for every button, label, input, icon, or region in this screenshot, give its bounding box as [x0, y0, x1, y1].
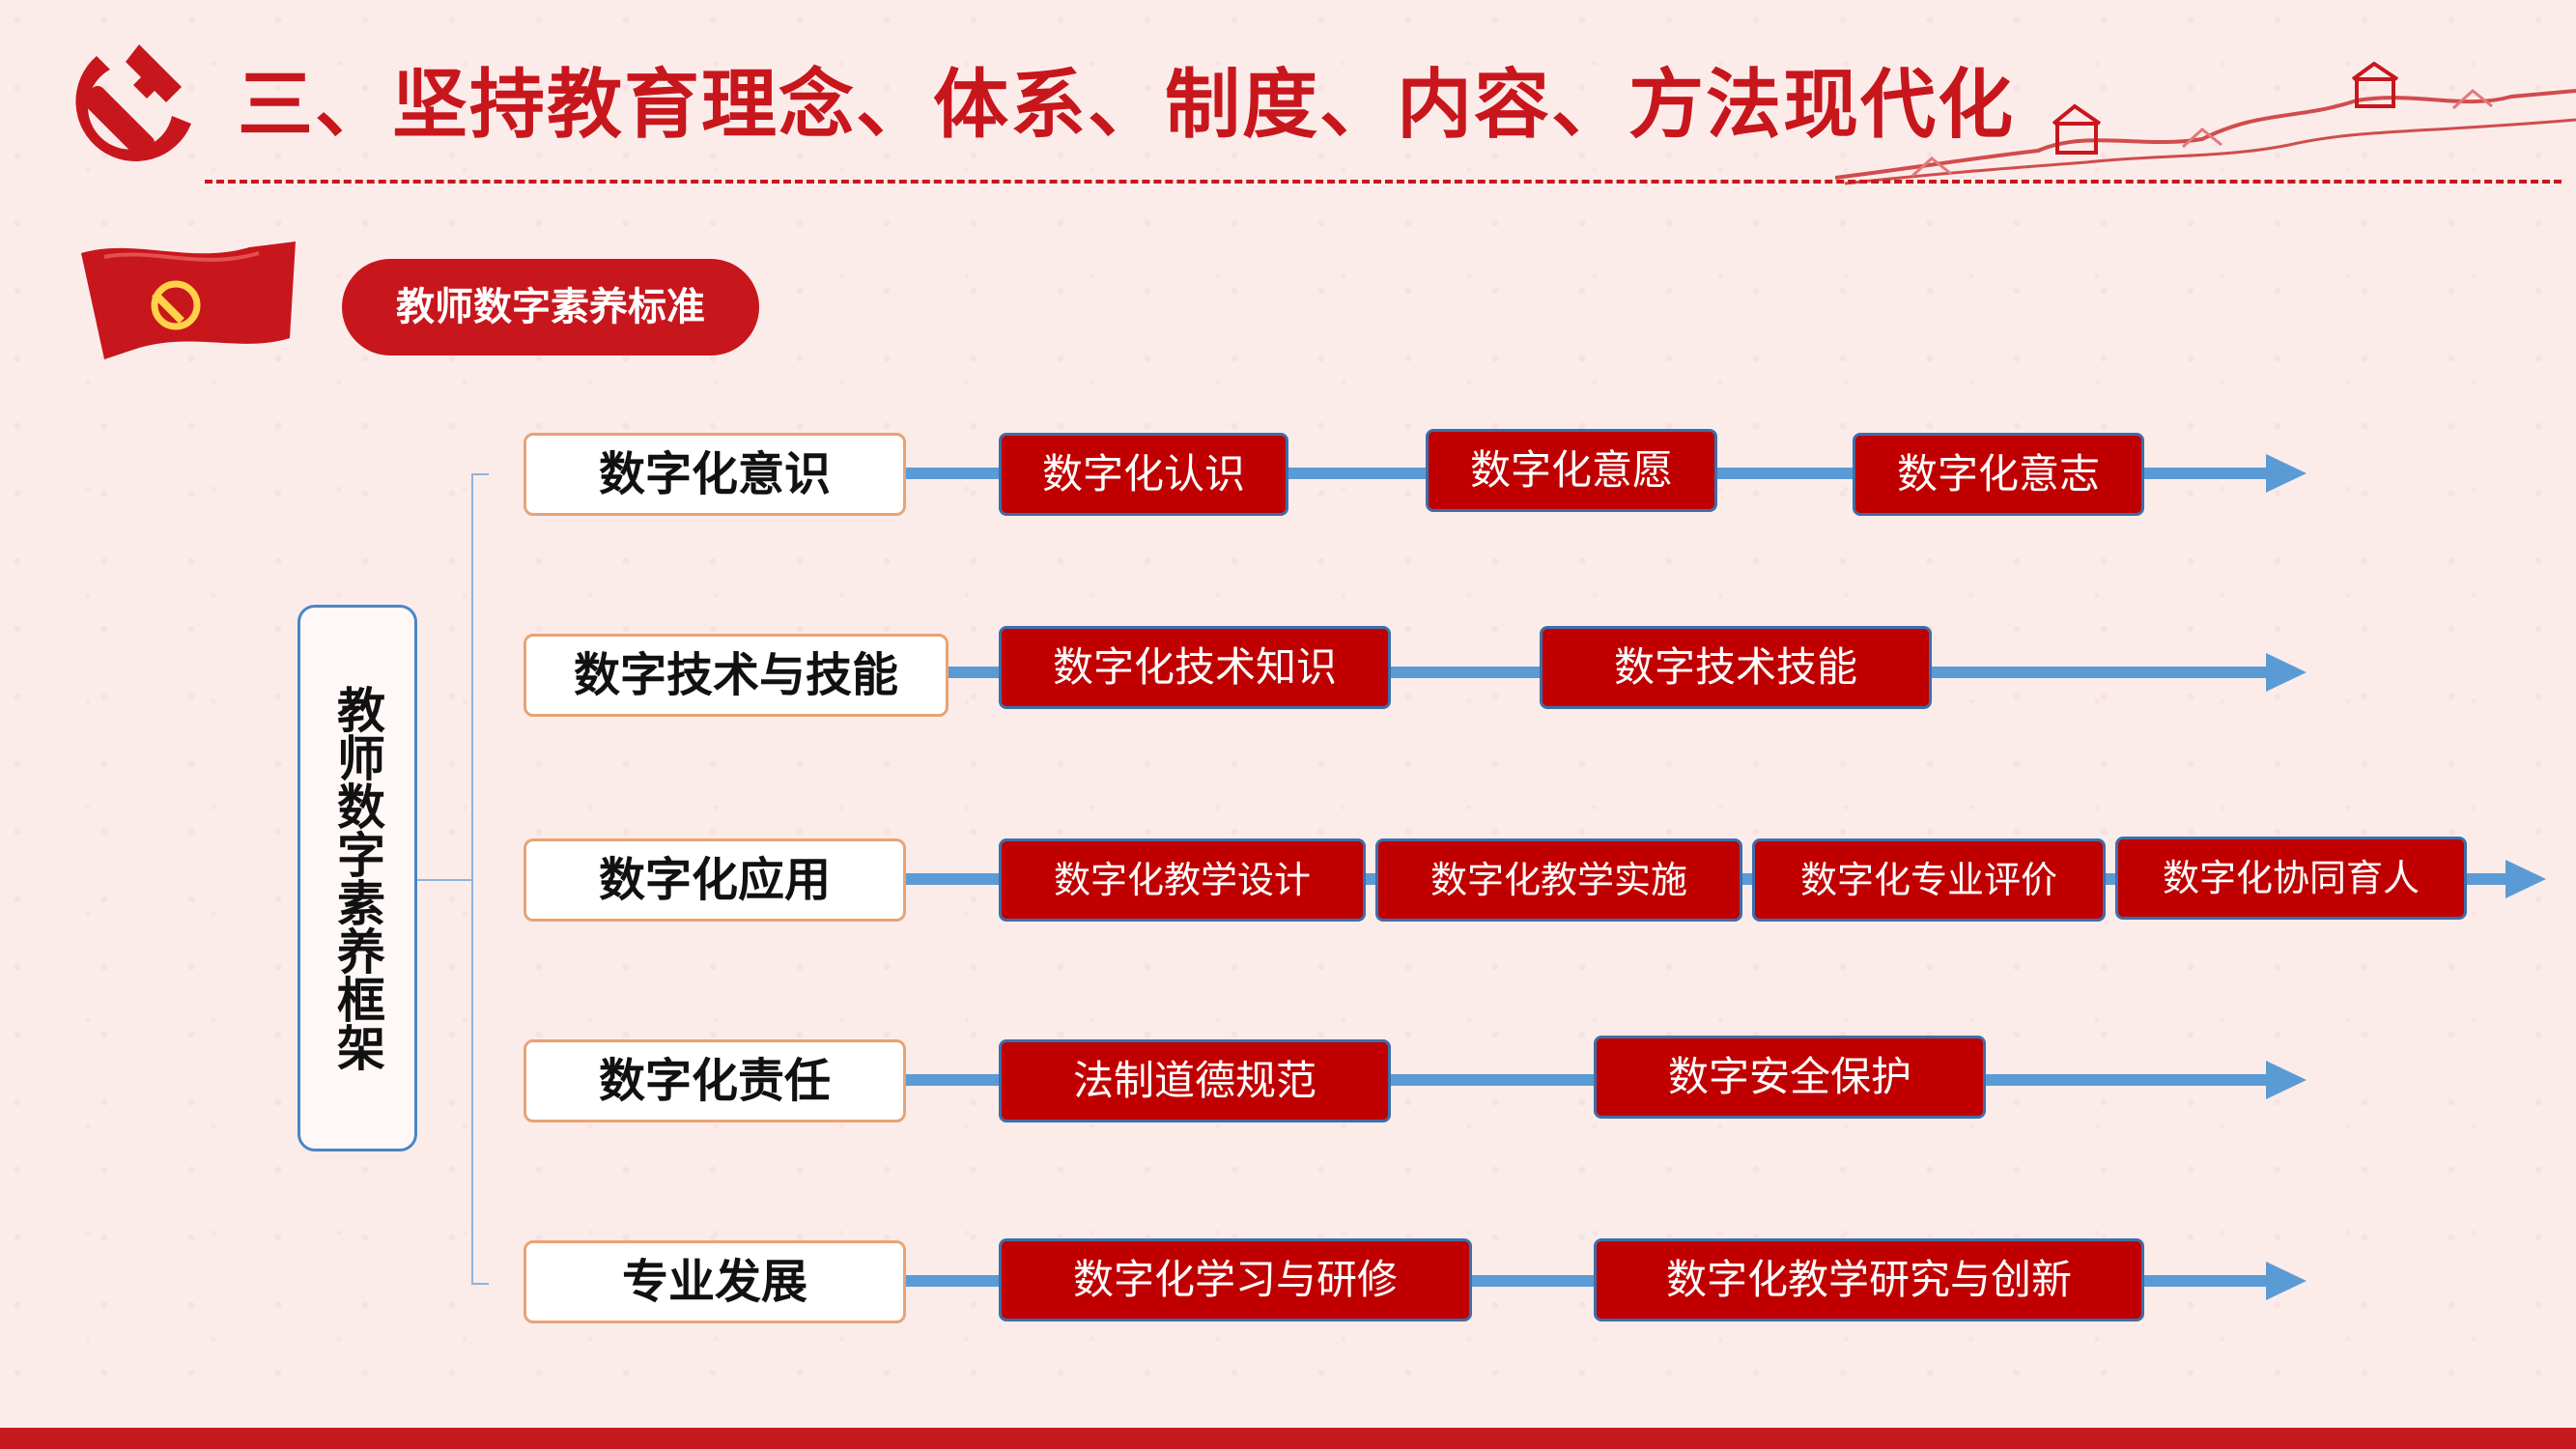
item-box: 数字技术技能	[1540, 626, 1932, 709]
category-box: 专业发展	[524, 1240, 906, 1323]
item-box: 数字化教学实施	[1375, 838, 1742, 922]
hammer-sickle-icon	[75, 44, 191, 162]
category-box: 数字化意识	[524, 433, 906, 516]
item-box: 数字化意志	[1853, 433, 2144, 516]
framework-root-label: 教师数字素养框架	[329, 685, 386, 1071]
item-box: 数字化教学研究与创新	[1594, 1238, 2144, 1321]
root-connector	[417, 879, 471, 881]
arrow-head	[2266, 1061, 2307, 1099]
category-box: 数字化责任	[524, 1039, 906, 1122]
item-box: 数字化教学设计	[999, 838, 1366, 922]
item-box: 数字化意愿	[1426, 429, 1717, 512]
great-wall-decoration	[1835, 62, 2576, 185]
item-box: 法制道德规范	[999, 1039, 1391, 1122]
arrow-head	[2266, 1262, 2307, 1300]
category-box: 数字化应用	[524, 838, 906, 922]
bottom-bar	[0, 1428, 2576, 1449]
party-flag-icon	[81, 242, 296, 359]
arrow-head	[2266, 653, 2307, 692]
item-box: 数字化学习与研修	[999, 1238, 1472, 1321]
framework-bracket	[471, 473, 489, 1285]
item-box: 数字安全保护	[1594, 1036, 1986, 1119]
item-box: 数字化认识	[999, 433, 1288, 516]
item-box: 数字化技术知识	[999, 626, 1391, 709]
category-box: 数字技术与技能	[524, 634, 948, 717]
item-box: 数字化协同育人	[2115, 837, 2467, 920]
section-pill: 教师数字素养标准	[342, 259, 759, 355]
item-box: 数字化专业评价	[1752, 838, 2106, 922]
page-title: 三、坚持教育理念、体系、制度、内容、方法现代化	[238, 62, 2016, 149]
title-divider	[205, 180, 2562, 184]
framework-root: 教师数字素养框架	[297, 605, 417, 1151]
arrow-head	[2505, 860, 2546, 898]
arrow-head	[2266, 454, 2307, 493]
